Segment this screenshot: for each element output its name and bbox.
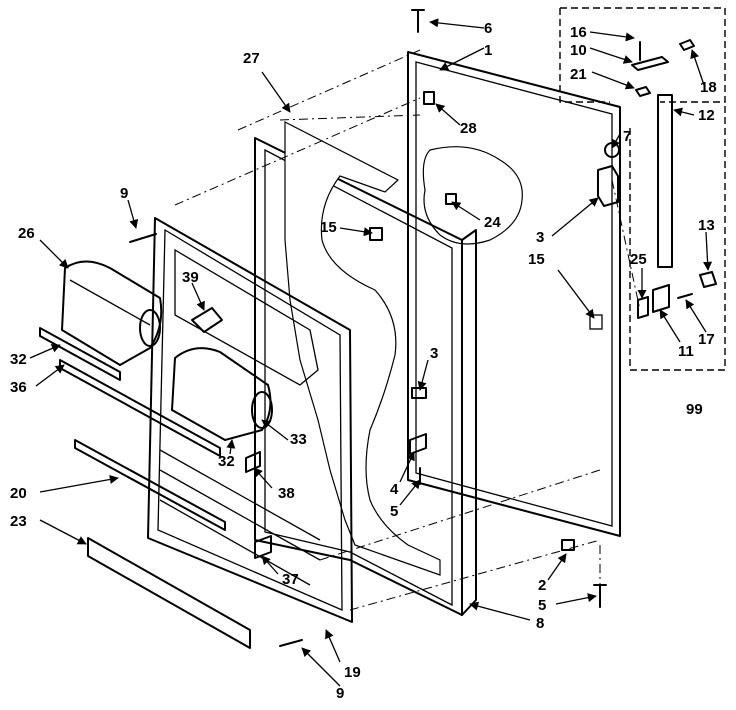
label-3-center: 3 xyxy=(430,345,438,362)
label-13: 13 xyxy=(698,217,715,234)
projection-lines xyxy=(174,49,641,611)
hinge-parts xyxy=(604,39,717,319)
label-32-lower: 32 xyxy=(218,453,235,470)
label-28: 28 xyxy=(460,120,477,137)
label-24: 24 xyxy=(484,214,501,231)
label-3-hinge: 3 xyxy=(536,229,544,246)
label-10: 10 xyxy=(570,42,587,59)
label-25: 25 xyxy=(630,251,647,268)
screw-hardware xyxy=(129,9,607,647)
label-36: 36 xyxy=(10,379,27,396)
cutaway-foam xyxy=(422,146,523,245)
label-9-top: 9 xyxy=(120,185,128,202)
label-12: 12 xyxy=(698,107,715,124)
label-20: 20 xyxy=(10,485,27,502)
label-2: 2 xyxy=(538,577,546,594)
label-5-bottom: 5 xyxy=(538,597,546,614)
inner-door-liner xyxy=(147,217,353,623)
label-21: 21 xyxy=(570,66,587,83)
label-37: 37 xyxy=(282,571,299,588)
label-99: 99 xyxy=(686,401,703,418)
label-1: 1 xyxy=(484,42,492,59)
label-15-upper: 15 xyxy=(320,219,337,236)
hinge-kit-box xyxy=(559,7,726,371)
label-27: 27 xyxy=(243,50,260,67)
foam-insulation xyxy=(284,121,441,576)
label-38: 38 xyxy=(278,485,295,502)
label-8: 8 xyxy=(536,615,544,632)
callout-labels: 6 1 16 10 21 18 12 27 28 7 9 26 15 24 3 … xyxy=(10,20,717,702)
label-6: 6 xyxy=(484,20,492,37)
outer-door-panel xyxy=(407,51,621,537)
label-16: 16 xyxy=(570,24,587,41)
upper-bin xyxy=(61,260,163,366)
label-5-center: 5 xyxy=(390,503,398,520)
label-19: 19 xyxy=(344,664,361,681)
middle-bin xyxy=(171,347,273,441)
label-26: 26 xyxy=(18,225,35,242)
door-shelf-rails xyxy=(39,327,251,649)
label-23: 23 xyxy=(10,513,27,530)
label-32-upper: 32 xyxy=(10,351,27,368)
label-39: 39 xyxy=(182,269,199,286)
label-15-lower: 15 xyxy=(528,251,545,268)
label-33: 33 xyxy=(290,431,307,448)
leader-lines xyxy=(29,18,713,687)
label-11: 11 xyxy=(678,343,694,360)
label-9-bottom: 9 xyxy=(336,685,344,702)
label-18: 18 xyxy=(700,79,717,96)
label-17: 17 xyxy=(698,331,715,348)
label-4: 4 xyxy=(390,481,399,498)
label-7: 7 xyxy=(623,128,631,145)
